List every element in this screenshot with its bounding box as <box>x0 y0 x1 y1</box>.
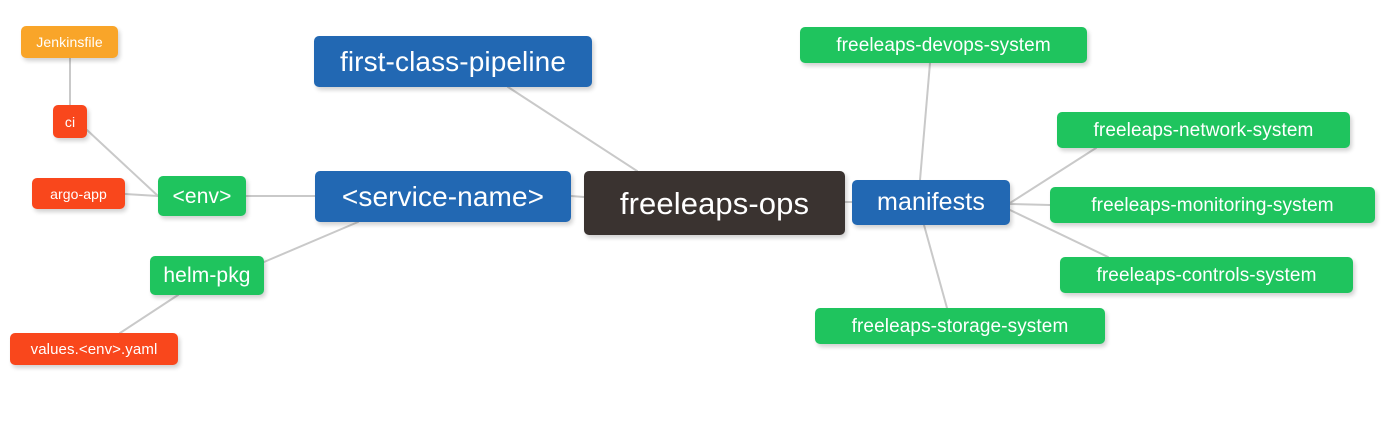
edge-helm-pkg-to-values-yaml <box>119 294 179 334</box>
node-label-env: <env> <box>172 184 232 208</box>
node-label-freeleaps-network-system: freeleaps-network-system <box>1093 119 1314 141</box>
node-label-freeleaps-storage-system: freeleaps-storage-system <box>851 315 1069 337</box>
node-label-helm-pkg: helm-pkg <box>163 264 251 287</box>
node-label-jenkinsfile: Jenkinsfile <box>36 34 103 50</box>
edge-manifests-to-freeleaps-storage-system <box>923 224 948 309</box>
node-label-ci: ci <box>64 113 76 130</box>
node-freeleaps-devops-system[interactable]: freeleaps-devops-system <box>800 27 1087 63</box>
edge-first-class-pipeline-to-freeleaps-ops <box>507 86 638 172</box>
node-freeleaps-network-system[interactable]: freeleaps-network-system <box>1057 112 1350 148</box>
node-ci[interactable]: ci <box>53 105 87 138</box>
node-label-values-yaml: values.<env>.yaml <box>30 340 158 358</box>
node-label-freeleaps-monitoring-system: freeleaps-monitoring-system <box>1091 194 1334 216</box>
node-label-service-name: <service-name> <box>341 180 545 212</box>
node-argo-app[interactable]: argo-app <box>32 178 125 209</box>
node-freeleaps-storage-system[interactable]: freeleaps-storage-system <box>815 308 1105 344</box>
node-env[interactable]: <env> <box>158 176 246 216</box>
edge-manifests-to-freeleaps-devops-system <box>919 62 931 181</box>
node-label-freeleaps-controls-system: freeleaps-controls-system <box>1096 264 1317 286</box>
node-label-argo-app: argo-app <box>50 185 107 202</box>
node-label-manifests: manifests <box>877 188 985 216</box>
node-values-yaml[interactable]: values.<env>.yaml <box>10 333 178 365</box>
node-service-name[interactable]: <service-name> <box>315 171 571 222</box>
node-helm-pkg[interactable]: helm-pkg <box>150 256 264 295</box>
node-label-first-class-pipeline: first-class-pipeline <box>339 45 567 77</box>
edge-service-name-to-helm-pkg <box>263 221 359 263</box>
node-label-freeleaps-devops-system: freeleaps-devops-system <box>836 34 1051 56</box>
edge-manifests-to-freeleaps-monitoring-system <box>1009 203 1051 206</box>
node-freeleaps-monitoring-system[interactable]: freeleaps-monitoring-system <box>1050 187 1375 223</box>
node-manifests[interactable]: manifests <box>852 180 1010 225</box>
edge-service-name-to-freeleaps-ops <box>570 195 585 198</box>
node-first-class-pipeline[interactable]: first-class-pipeline <box>314 36 592 87</box>
node-freeleaps-ops[interactable]: freeleaps-ops <box>584 171 845 235</box>
node-jenkinsfile[interactable]: Jenkinsfile <box>21 26 118 58</box>
node-label-freeleaps-ops: freeleaps-ops <box>619 185 810 221</box>
edge-argo-app-to-env <box>124 193 159 197</box>
node-freeleaps-controls-system[interactable]: freeleaps-controls-system <box>1060 257 1353 293</box>
